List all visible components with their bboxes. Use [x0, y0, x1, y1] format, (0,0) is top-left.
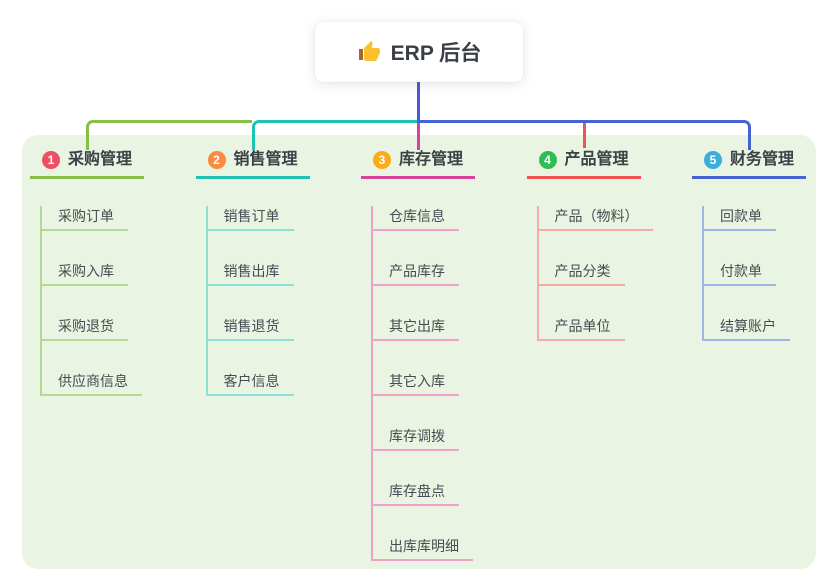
branch-column-2: 2 销售管理销售订单销售出库销售退货客户信息	[195, 149, 310, 396]
connector-branch-5	[417, 120, 751, 150]
connector-branch-2	[251, 120, 417, 150]
child-node[interactable]: 销售订单	[207, 206, 294, 231]
child-node[interactable]: 采购订单	[42, 206, 128, 231]
branch-node-1[interactable]: 1 采购管理	[30, 149, 144, 179]
child-node[interactable]: 其它入库	[373, 371, 459, 396]
branch-column-5: 5 财务管理回款单付款单结算账户	[692, 149, 806, 341]
child-node[interactable]: 仓库信息	[373, 206, 459, 231]
branch-number-badge: 4	[538, 151, 557, 169]
branch-label: 库存管理	[399, 151, 464, 168]
branch-label: 采购管理	[68, 151, 133, 168]
child-node[interactable]: 产品单位	[538, 316, 625, 341]
branch-number-badge: 1	[42, 151, 60, 169]
branch-node-5[interactable]: 5 财务管理	[692, 149, 806, 179]
child-node[interactable]: 采购退货	[42, 316, 128, 341]
child-node[interactable]: 产品（物料）	[538, 206, 653, 231]
root-connector-line	[417, 82, 420, 123]
child-node[interactable]: 回款单	[704, 206, 776, 231]
child-node[interactable]: 库存调拨	[373, 426, 459, 451]
root-node[interactable]: ERP 后台	[315, 22, 523, 82]
branch-column-4: 4 产品管理产品（物料） 产品分类产品单位	[526, 149, 653, 341]
child-node[interactable]: 产品分类	[538, 261, 625, 286]
branch-column-3: 3 库存管理仓库信息产品库存其它出库其它入库库存调拨库存盘点出库库明细	[361, 149, 475, 561]
child-node[interactable]: 付款单	[704, 261, 776, 286]
child-node[interactable]: 库存盘点	[373, 481, 459, 506]
branch-label: 产品管理	[564, 151, 629, 168]
child-node[interactable]: 销售出库	[207, 261, 294, 286]
branch-children: 销售订单销售出库销售退货客户信息	[205, 206, 294, 396]
branch-node-4[interactable]: 4 产品管理	[526, 149, 641, 179]
thumbs-up-icon	[358, 41, 380, 61]
branch-children: 采购订单采购入库采购退货供应商信息	[40, 206, 142, 396]
branch-label: 财务管理	[730, 151, 795, 168]
branch-children: 回款单付款单结算账户	[702, 206, 790, 341]
child-node[interactable]: 出库库明细	[373, 536, 473, 561]
branch-number-badge: 3	[373, 151, 391, 169]
branch-number-badge: 5	[704, 151, 722, 169]
root-node-label: ERP 后台	[390, 42, 482, 65]
branches-background-panel	[22, 135, 816, 569]
branch-node-3[interactable]: 3 库存管理	[361, 149, 475, 179]
child-node[interactable]: 客户信息	[207, 371, 294, 396]
connector-branch-1	[86, 120, 252, 150]
child-node[interactable]: 供应商信息	[42, 371, 142, 396]
branch-children: 仓库信息产品库存其它出库其它入库库存调拨库存盘点出库库明细	[371, 206, 473, 561]
connector-branch-4	[582, 123, 586, 148]
child-node[interactable]: 结算账户	[704, 316, 790, 341]
child-node[interactable]: 产品库存	[373, 261, 459, 286]
branch-number-badge: 2	[207, 151, 226, 169]
child-node[interactable]: 销售退货	[207, 316, 294, 341]
branch-node-2[interactable]: 2 销售管理	[195, 149, 310, 179]
child-node[interactable]: 采购入库	[42, 261, 128, 286]
branch-column-1: 1 采购管理采购订单采购入库采购退货供应商信息	[30, 149, 144, 396]
child-node[interactable]: 其它出库	[373, 316, 459, 341]
branch-label: 销售管理	[233, 151, 298, 168]
connector-branch-3	[417, 123, 420, 150]
branch-children: 产品（物料） 产品分类产品单位	[536, 206, 653, 341]
